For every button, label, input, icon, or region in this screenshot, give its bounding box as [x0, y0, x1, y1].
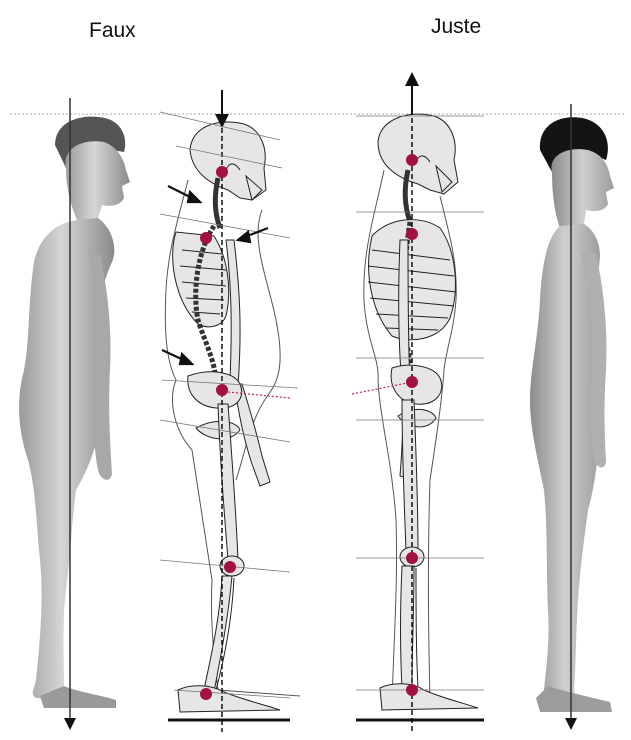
marker-head	[406, 154, 418, 166]
marker-head	[216, 166, 228, 178]
marker-hip	[406, 376, 418, 388]
marker-ankle	[406, 684, 418, 696]
marker-knee	[406, 552, 418, 564]
marker-shoulder	[406, 228, 418, 240]
arrow-up-icon	[405, 72, 419, 86]
skeleton-incorrect	[165, 122, 300, 712]
arrow-down-icon	[64, 718, 76, 730]
person-photo-incorrect	[19, 117, 130, 708]
person-photo-correct	[530, 117, 614, 712]
arrow-left-icon	[238, 232, 250, 242]
marker-ankle	[200, 688, 212, 700]
arrow-down-icon	[565, 718, 577, 730]
arrow-right-icon	[188, 192, 200, 202]
marker-shoulder	[200, 232, 212, 244]
marker-knee	[224, 561, 236, 573]
arrow-right-icon	[180, 354, 192, 364]
skeleton-correct	[364, 114, 478, 710]
marker-hip	[216, 384, 228, 396]
